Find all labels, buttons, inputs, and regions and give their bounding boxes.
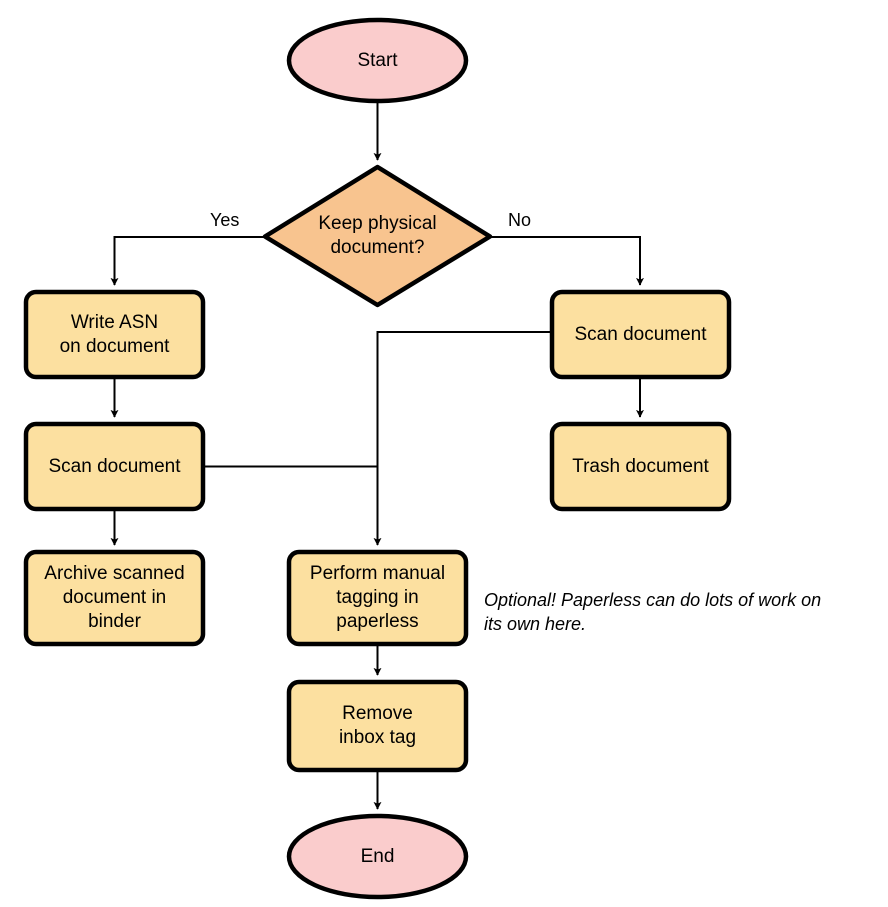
edge-label-yes: Yes (210, 210, 240, 230)
connector-layer (110, 101, 644, 810)
edge-decision-to-write-asn (110, 236, 265, 286)
node-archive-scanned-document[interactable] (23, 549, 206, 647)
node-perform-manual-tagging[interactable] (286, 549, 469, 647)
edge-decision-to-scan-right (490, 236, 644, 286)
node-end[interactable] (286, 813, 469, 900)
edge-label-no: No (508, 210, 532, 230)
optional-note-text: Optional! Paperless can do lots of work … (484, 590, 822, 634)
node-keep-physical-document[interactable] (262, 164, 493, 308)
node-write-asn[interactable] (23, 289, 206, 380)
node-scan-document-right[interactable] (549, 289, 732, 380)
node-scan-document-left[interactable] (23, 421, 206, 512)
shape-layer (23, 17, 732, 900)
node-start[interactable] (286, 17, 469, 104)
node-trash-document[interactable] (549, 421, 732, 512)
edge-scan-right-to-tagging (373, 331, 552, 546)
node-remove-inbox-tag[interactable] (286, 679, 469, 773)
